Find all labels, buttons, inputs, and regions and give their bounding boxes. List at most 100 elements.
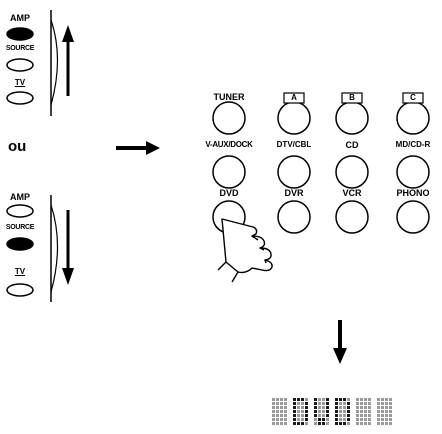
key-tuner[interactable] — [212, 101, 246, 135]
display-dot-off — [284, 402, 287, 405]
display-dot-on — [335, 398, 338, 401]
display-dot-on — [339, 422, 342, 425]
display-dot-off — [368, 418, 371, 421]
remote-top-amp-label: AMP — [10, 13, 30, 23]
remote-bottom-amp-button[interactable] — [6, 204, 34, 218]
remote-top-amp-button[interactable] — [6, 27, 34, 41]
remote-bottom-amp-label: AMP — [10, 192, 30, 202]
display-char-0 — [272, 398, 287, 425]
display-dot-on — [326, 398, 329, 401]
display-dot-off — [318, 410, 321, 413]
display-dot-off — [322, 398, 325, 401]
display-dot-off — [339, 402, 342, 405]
key-cd[interactable] — [335, 155, 369, 189]
display-dot-off — [318, 406, 321, 409]
key-md-cd-r[interactable] — [396, 155, 430, 189]
display-dot-off — [389, 402, 392, 405]
display-dot-off — [276, 402, 279, 405]
display-dot-off — [347, 398, 350, 401]
display-dot-off — [377, 422, 380, 425]
display-dot-off — [322, 402, 325, 405]
key-a-label-box — [283, 92, 305, 104]
display-dot-off — [297, 410, 300, 413]
display-dot-on — [335, 422, 338, 425]
remote-top-tv-button[interactable] — [6, 91, 34, 105]
display-dot-on — [293, 414, 296, 417]
remote-bottom-source-button[interactable] — [6, 237, 34, 251]
display-dot-on — [293, 422, 296, 425]
display-dot-off — [381, 402, 384, 405]
display-dot-on — [347, 406, 350, 409]
key-c[interactable] — [396, 101, 430, 135]
display-dot-on — [322, 418, 325, 421]
display-dot-off — [381, 418, 384, 421]
display-dot-off — [343, 410, 346, 413]
display-dot-on — [326, 414, 329, 417]
display-dot-off — [377, 406, 380, 409]
key-vcr[interactable] — [335, 200, 369, 234]
display-dot-off — [280, 418, 283, 421]
key-cd-label: CD — [345, 140, 359, 150]
display-char-4 — [356, 398, 371, 425]
down-arrow — [333, 320, 347, 364]
display-dot-off — [368, 402, 371, 405]
display-dot-off — [301, 414, 304, 417]
display-dot-off — [318, 414, 321, 417]
display-dot-on — [326, 402, 329, 405]
display-dot-on — [335, 406, 338, 409]
display-dot-off — [305, 398, 308, 401]
display-dot-off — [364, 406, 367, 409]
display-dot-on — [335, 402, 338, 405]
display-dot-on — [318, 422, 321, 425]
pointing-hand-icon — [217, 218, 273, 283]
key-c-label-box — [402, 92, 424, 104]
display-dot-on — [314, 406, 317, 409]
key-phono[interactable] — [396, 200, 430, 234]
key-b[interactable] — [335, 101, 369, 135]
remote-top-source-button[interactable] — [6, 58, 34, 72]
key-dvr[interactable] — [277, 200, 311, 234]
display-dot-off — [276, 406, 279, 409]
display-dot-off — [356, 402, 359, 405]
display-dot-off — [343, 414, 346, 417]
display-dot-off — [389, 410, 392, 413]
display-dot-off — [276, 410, 279, 413]
display-dot-off — [360, 398, 363, 401]
display-dot-off — [368, 414, 371, 417]
display-dot-off — [343, 406, 346, 409]
display-dot-off — [389, 418, 392, 421]
display-dot-off — [339, 410, 342, 413]
display-char-5 — [377, 398, 392, 425]
display-dot-off — [297, 414, 300, 417]
display-dot-off — [377, 418, 380, 421]
display-dot-off — [368, 422, 371, 425]
display-dot-on — [297, 422, 300, 425]
display-dot-off — [301, 418, 304, 421]
display-dot-off — [280, 398, 283, 401]
right-arrow — [116, 141, 160, 155]
display-dot-on — [347, 410, 350, 413]
key-md-cd-r-label: MD/CD-R — [395, 140, 431, 149]
display-dot-off — [356, 418, 359, 421]
display-dot-on — [322, 422, 325, 425]
display-dot-on — [343, 422, 346, 425]
display-dot-off — [364, 414, 367, 417]
display-char-2 — [314, 398, 329, 425]
display-dot-off — [301, 410, 304, 413]
display-dot-on — [305, 402, 308, 405]
display-dot-off — [276, 398, 279, 401]
key-vcr-label: VCR — [342, 188, 362, 198]
key-a[interactable] — [277, 101, 311, 135]
key-dtv-cbl[interactable] — [277, 155, 311, 189]
remote-bottom-tv-button[interactable] — [6, 283, 34, 297]
display-dot-on — [305, 414, 308, 417]
key-v-aux-dock[interactable] — [212, 155, 246, 189]
remote-top-finger-edge — [50, 19, 59, 106]
display-dot-off — [284, 418, 287, 421]
key-a-label: A — [291, 93, 297, 102]
display-dot-off — [389, 414, 392, 417]
display-dot-off — [272, 398, 275, 401]
display-dot-off — [322, 410, 325, 413]
remote-bottom-finger-edge — [50, 204, 59, 293]
display-dot-off — [385, 402, 388, 405]
